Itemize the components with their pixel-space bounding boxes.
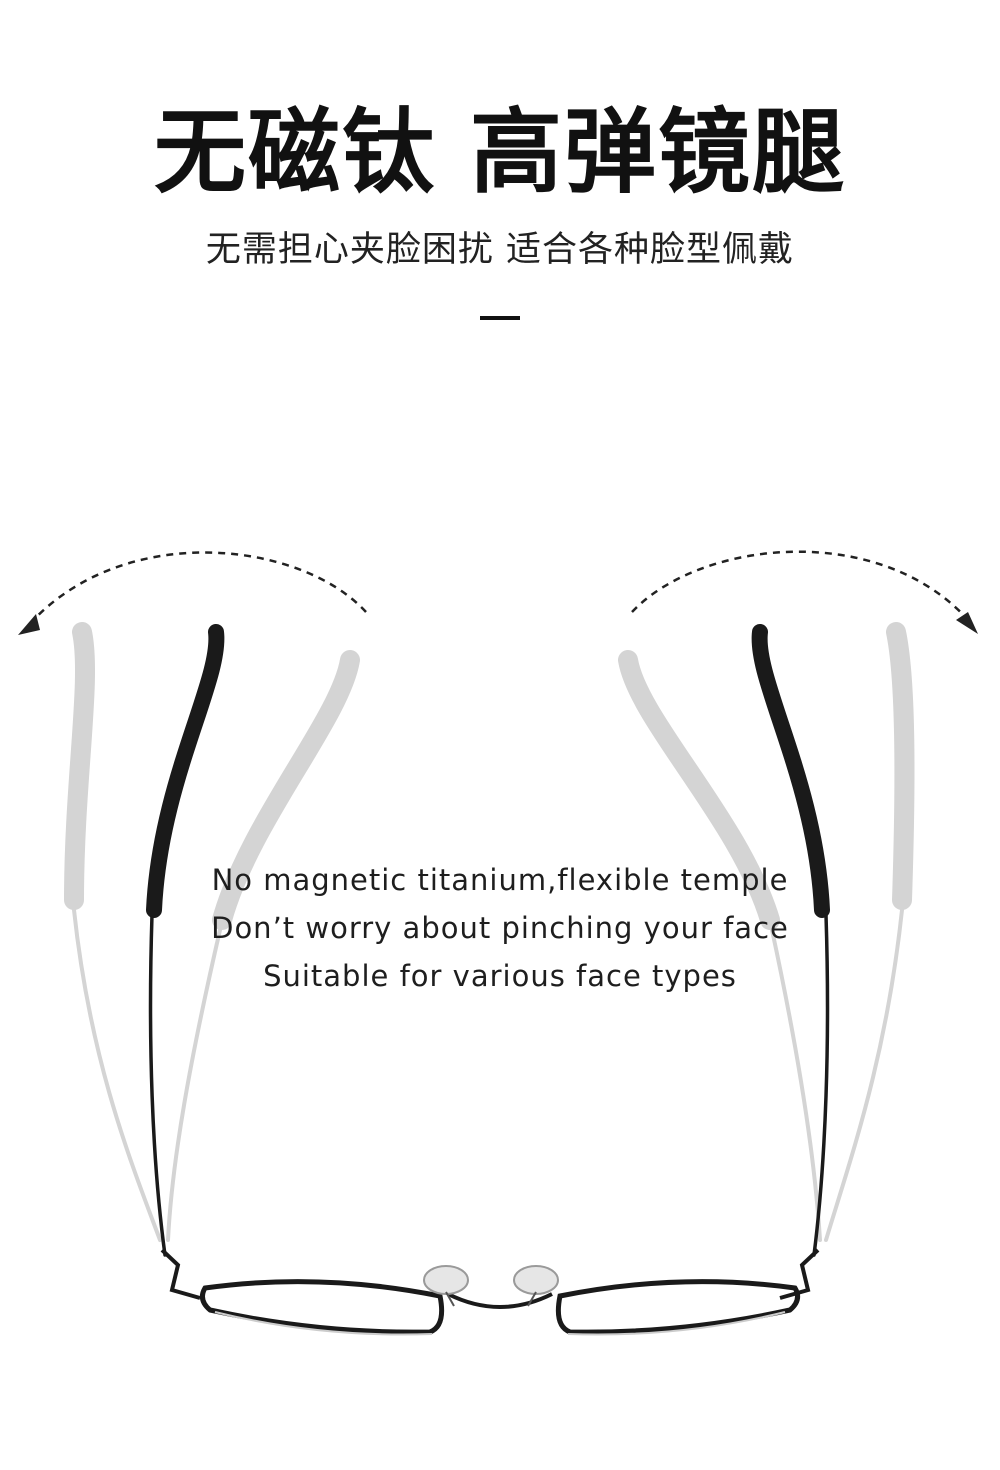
lens-rim-right	[555, 1279, 801, 1335]
temple-right	[751, 624, 830, 1257]
lens-rim-left	[199, 1279, 445, 1335]
glasses-illustration	[18, 550, 978, 1336]
temple-left	[146, 624, 225, 1257]
caption-line-2: Don’t worry about pinching your face	[211, 911, 789, 945]
arrow-head-left-icon	[18, 614, 40, 635]
title-divider	[480, 316, 520, 320]
page-title: 无磁钛 高弹镜腿	[153, 99, 847, 206]
lens-reflection-right	[567, 1311, 786, 1336]
rotation-arrow-left	[25, 551, 367, 629]
lens-reflection-left	[214, 1311, 433, 1336]
nose-pad-left	[423, 1265, 469, 1307]
arrow-head-right-icon	[956, 612, 978, 634]
ghost-temple-left-inner	[166, 650, 360, 1242]
caption-line-3: Suitable for various face types	[263, 959, 737, 993]
ghost-temple-right-outer	[824, 622, 915, 1242]
bridge	[447, 1292, 553, 1309]
ghost-temple-left-outer	[64, 622, 162, 1242]
hinge-right	[779, 1248, 820, 1300]
nose-pad-right	[513, 1265, 559, 1307]
page-subtitle: 无需担心夹脸困扰 适合各种脸型佩戴	[205, 230, 795, 270]
english-caption: No magnetic titanium,flexible temple Don…	[0, 856, 1000, 1000]
caption-line-1: No magnetic titanium,flexible temple	[211, 863, 789, 897]
rotation-arrow-right	[631, 550, 971, 623]
hinge-left	[160, 1248, 201, 1300]
